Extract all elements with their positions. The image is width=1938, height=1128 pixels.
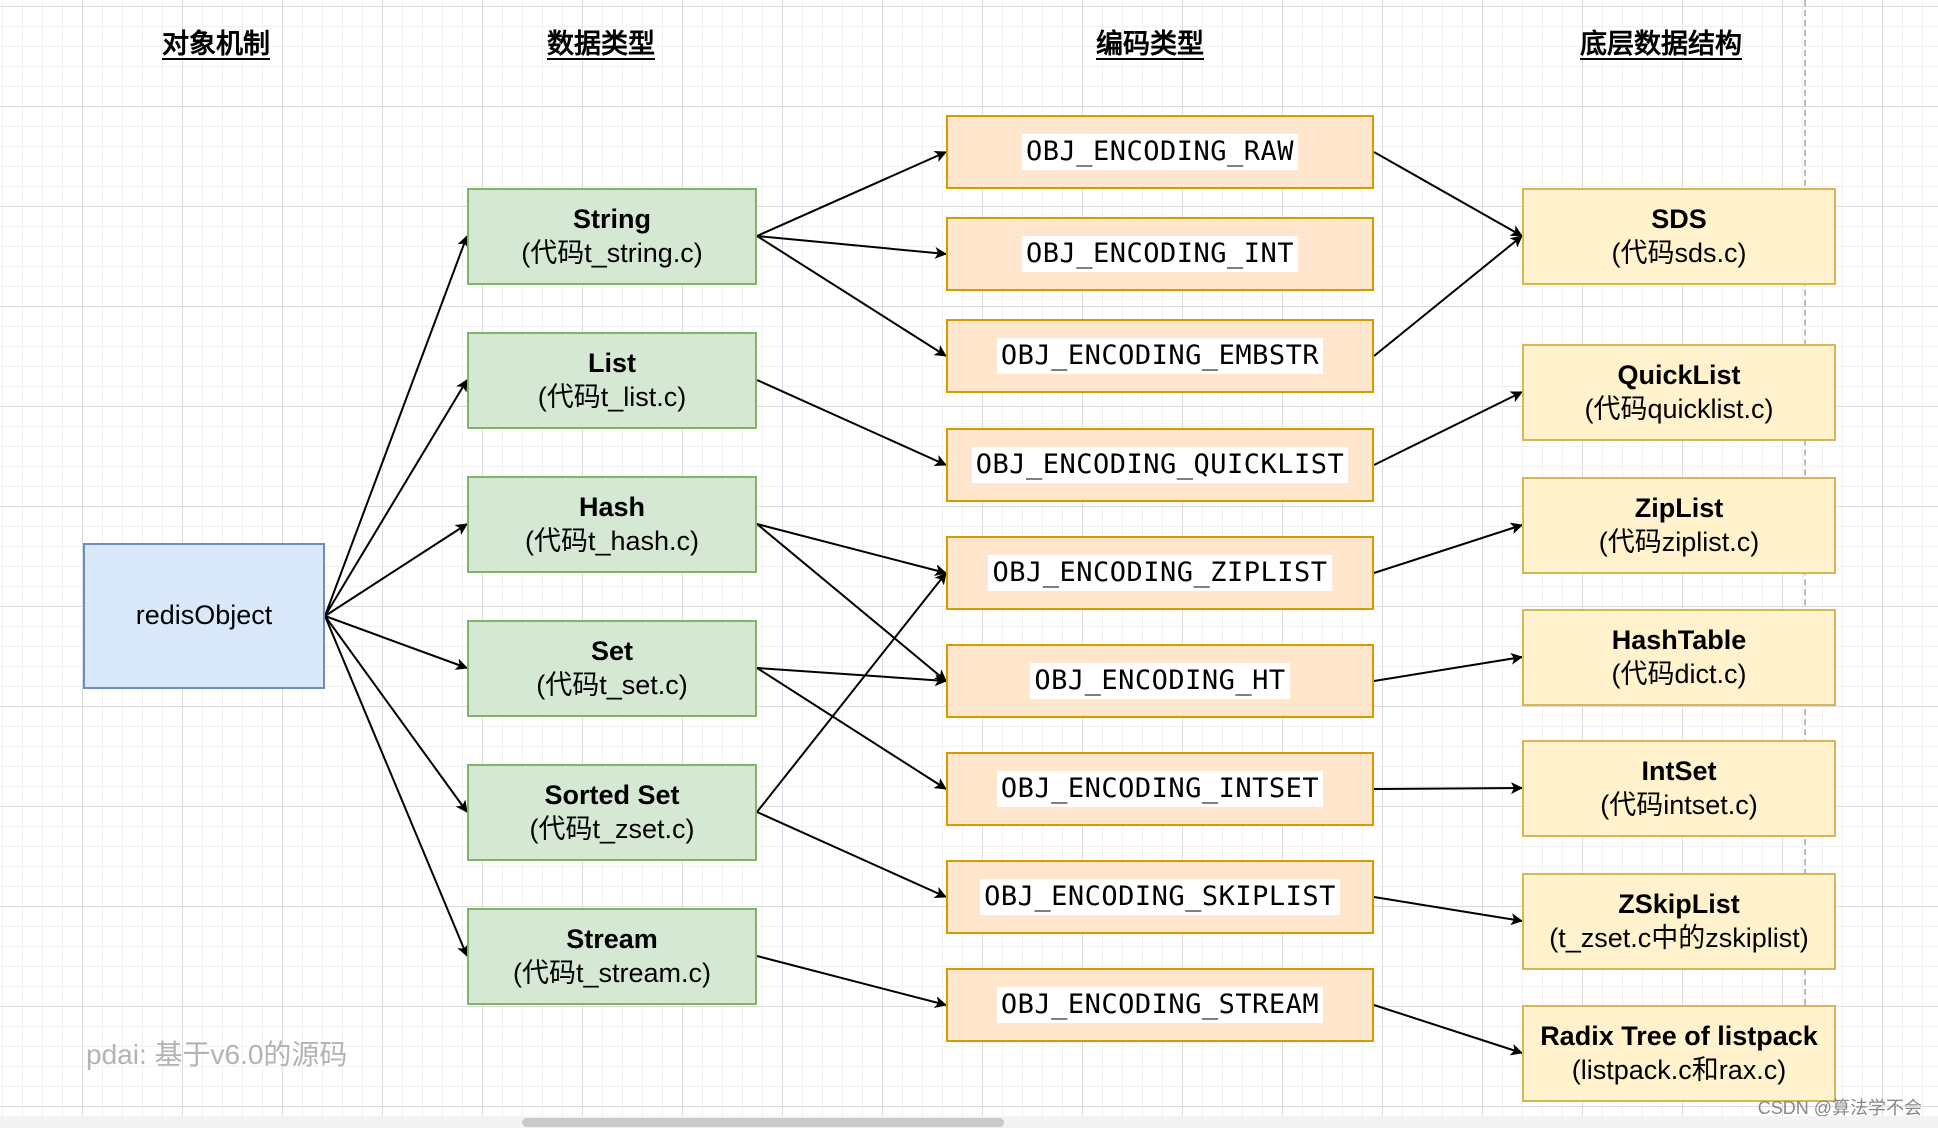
- header-data-type: 数据类型: [547, 29, 655, 59]
- edge-root-to-type-2: [324, 523, 468, 617]
- edge-root-to-type-0: [324, 235, 469, 617]
- structure-subtitle: (代码sds.c): [1611, 237, 1747, 268]
- edge-type-0-to-encoding-1: [756, 235, 947, 259]
- structure-subtitle: (代码dict.c): [1611, 658, 1747, 689]
- node-encoding-ht: OBJ_ENCODING_HT: [946, 644, 1374, 718]
- structure-subtitle: (代码ziplist.c): [1598, 526, 1760, 557]
- type-title: Sorted Set: [544, 779, 680, 810]
- node-structure-zskiplist: ZSkipList (t_zset.c中的zskiplist): [1522, 873, 1836, 970]
- edge-root-to-type-1: [324, 379, 468, 617]
- edge-encoding-4-to-structure-2: [1373, 522, 1523, 574]
- type-title: String: [573, 203, 651, 234]
- type-subtitle: (代码t_zset.c): [529, 813, 695, 844]
- node-structure-hashtable: HashTable (代码dict.c): [1522, 609, 1836, 706]
- encoding-label: OBJ_ENCODING_SKIPLIST: [980, 879, 1340, 915]
- watermark-text: pdai: 基于v6.0的源码: [86, 1039, 348, 1070]
- edge-root-to-type-3: [324, 615, 468, 670]
- node-encoding-quicklist: OBJ_ENCODING_QUICKLIST: [946, 428, 1374, 502]
- structure-subtitle: (代码quicklist.c): [1584, 393, 1774, 424]
- node-encoding-raw: OBJ_ENCODING_RAW: [946, 115, 1374, 189]
- encoding-label: OBJ_ENCODING_QUICKLIST: [971, 447, 1349, 483]
- structure-title: SDS: [1651, 203, 1707, 234]
- header-object-mechanism: 对象机制: [162, 29, 270, 59]
- scrollbar-thumb[interactable]: [522, 1118, 1004, 1127]
- type-title: Set: [590, 635, 634, 666]
- edge-type-4-to-encoding-7: [756, 811, 947, 898]
- structure-title: Radix Tree of listpack: [1540, 1020, 1818, 1051]
- structure-title: HashTable: [1611, 624, 1747, 655]
- edge-encoding-0-to-structure-0: [1373, 151, 1523, 237]
- encoding-label: OBJ_ENCODING_RAW: [1021, 134, 1299, 170]
- edge-type-3-to-encoding-6: [756, 667, 947, 790]
- structure-title: IntSet: [1641, 755, 1717, 786]
- edge-type-1-to-encoding-3: [756, 379, 947, 466]
- node-encoding-intset: OBJ_ENCODING_INTSET: [946, 752, 1374, 826]
- type-subtitle: (代码t_string.c): [521, 237, 703, 268]
- structure-title: ZSkipList: [1618, 888, 1740, 919]
- node-encoding-stream: OBJ_ENCODING_STREAM: [946, 968, 1374, 1042]
- type-title: List: [587, 347, 636, 378]
- encoding-label: OBJ_ENCODING_INTSET: [996, 771, 1324, 807]
- edge-type-0-to-encoding-0: [756, 150, 947, 237]
- edge-encoding-7-to-structure-5: [1373, 896, 1523, 926]
- node-type-hash: Hash (代码t_hash.c): [467, 476, 757, 573]
- type-subtitle: (代码t_hash.c): [524, 525, 700, 556]
- edge-root-to-type-4: [324, 615, 468, 813]
- node-redis-object-label: redisObject: [135, 600, 273, 631]
- edge-encoding-5-to-structure-3: [1373, 652, 1523, 682]
- footer-credit: CSDN @算法学不会: [1757, 1098, 1922, 1118]
- edge-type-3-to-encoding-5: [756, 667, 947, 687]
- node-structure-sds: SDS (代码sds.c): [1522, 188, 1836, 285]
- type-title: Stream: [566, 923, 658, 954]
- structure-title: QuickList: [1617, 359, 1741, 390]
- node-type-sorted-set: Sorted Set (代码t_zset.c): [467, 764, 757, 861]
- edge-type-0-to-encoding-2: [756, 235, 947, 357]
- structure-subtitle: (listpack.c和rax.c): [1571, 1054, 1787, 1085]
- node-encoding-skiplist: OBJ_ENCODING_SKIPLIST: [946, 860, 1374, 934]
- type-subtitle: (代码t_set.c): [536, 669, 688, 700]
- type-subtitle: (代码t_stream.c): [512, 957, 712, 988]
- node-redis-object: redisObject: [83, 543, 325, 689]
- node-type-set: Set (代码t_set.c): [467, 620, 757, 717]
- structure-subtitle: (代码intset.c): [1600, 789, 1758, 820]
- structure-subtitle: (t_zset.c中的zskiplist): [1549, 922, 1809, 953]
- edge-type-5-to-encoding-8: [756, 955, 947, 1009]
- type-subtitle: (代码t_list.c): [537, 381, 687, 412]
- node-structure-quicklist: QuickList (代码quicklist.c): [1522, 344, 1836, 441]
- encoding-label: OBJ_ENCODING_STREAM: [996, 987, 1324, 1023]
- encoding-label: OBJ_ENCODING_EMBSTR: [996, 338, 1324, 374]
- structure-title: ZipList: [1634, 492, 1724, 523]
- node-structure-radix-tree: Radix Tree of listpack (listpack.c和rax.c…: [1522, 1005, 1836, 1102]
- edge-type-2-to-encoding-4: [756, 523, 947, 577]
- node-encoding-ziplist: OBJ_ENCODING_ZIPLIST: [946, 536, 1374, 610]
- edge-type-4-to-encoding-4: [756, 572, 947, 813]
- edge-encoding-3-to-structure-1: [1373, 391, 1523, 466]
- node-structure-intset: IntSet (代码intset.c): [1522, 740, 1836, 837]
- node-type-list: List (代码t_list.c): [467, 332, 757, 429]
- edge-encoding-6-to-structure-4: [1373, 782, 1523, 795]
- edge-encoding-8-to-structure-6: [1373, 1004, 1523, 1056]
- node-type-string: String (代码t_string.c): [467, 188, 757, 285]
- encoding-label: OBJ_ENCODING_ZIPLIST: [988, 555, 1332, 591]
- edge-root-to-type-5: [324, 615, 469, 957]
- encoding-label: OBJ_ENCODING_INT: [1021, 236, 1299, 272]
- type-title: Hash: [578, 491, 646, 522]
- node-structure-ziplist: ZipList (代码ziplist.c): [1522, 477, 1836, 574]
- edge-type-2-to-encoding-5: [756, 523, 947, 682]
- node-encoding-embstr: OBJ_ENCODING_EMBSTR: [946, 319, 1374, 393]
- node-type-stream: Stream (代码t_stream.c): [467, 908, 757, 1005]
- header-underlying-structure: 底层数据结构: [1580, 29, 1742, 59]
- node-encoding-int: OBJ_ENCODING_INT: [946, 217, 1374, 291]
- encoding-label: OBJ_ENCODING_HT: [1030, 663, 1290, 699]
- edge-encoding-2-to-structure-0: [1373, 235, 1523, 357]
- header-encoding-type: 编码类型: [1096, 29, 1204, 59]
